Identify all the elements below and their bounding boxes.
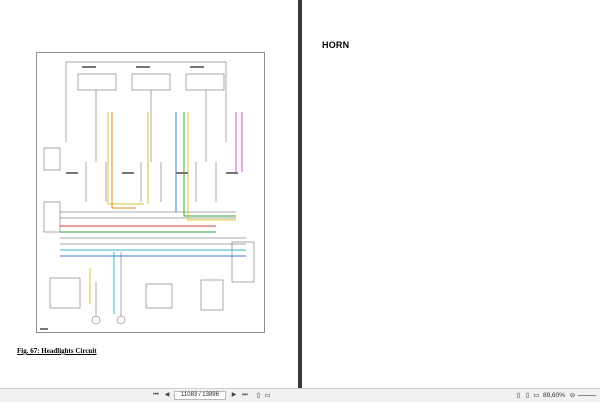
two-page-view-icon[interactable]: ▯ [525, 392, 530, 399]
document-page-left: Fig. 67: Headlights Circuit [0, 0, 298, 388]
page-number-input[interactable]: 11083 / 13896 [174, 391, 226, 400]
zoom-slider[interactable] [578, 395, 596, 396]
zoom-level: 89,60% [543, 392, 566, 399]
single-page-view-icon[interactable]: ▯ [516, 392, 521, 399]
figure-caption: Fig. 67: Headlights Circuit [17, 347, 97, 355]
first-page-icon[interactable]: ⏮ [153, 392, 159, 398]
last-page-icon[interactable]: ⏭ [242, 392, 248, 398]
document-page-right: HORN [302, 0, 600, 388]
section-heading: HORN [322, 40, 350, 50]
headlights-wiring-diagram [36, 52, 265, 333]
minus-icon[interactable]: ⊖ [569, 392, 576, 399]
page-icon[interactable]: ▯ [256, 392, 261, 399]
settings-icon[interactable]: ▭ [264, 392, 271, 399]
fit-width-icon[interactable]: ▭ [533, 392, 540, 399]
viewer-toolbar: ⏮ ◀ 11083 / 13896 ▶ ⏭ ▯ ▭ ▯ ▯ ▭ 89,60% ⊖ [0, 388, 600, 402]
document-viewport[interactable]: Fig. 67: Headlights Circuit HORN [0, 0, 600, 388]
prev-page-icon[interactable]: ◀ [164, 392, 170, 398]
next-page-icon[interactable]: ▶ [231, 392, 237, 398]
